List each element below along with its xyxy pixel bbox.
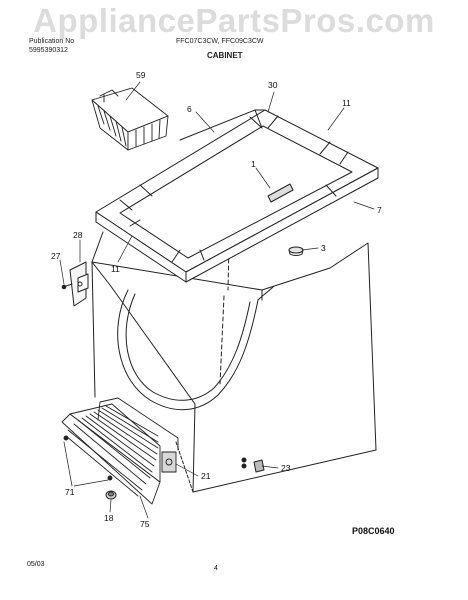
cabinet-body — [91, 195, 377, 493]
callout-71: 71 — [65, 487, 75, 497]
callout-1: 1 — [251, 159, 256, 169]
callout-59: 59 — [136, 70, 146, 80]
callout-23: 23 — [281, 463, 291, 473]
drain-plug — [288, 246, 304, 256]
knob — [105, 490, 117, 500]
callout-28: 28 — [73, 230, 83, 240]
lid-gasket-frame — [95, 109, 379, 283]
callout-11-top: 11 — [342, 98, 351, 108]
watermark-text: AppliancePartsPros.com — [33, 2, 435, 39]
callout-30: 30 — [268, 80, 278, 90]
callout-7: 7 — [377, 205, 382, 215]
lid-top-frame — [179, 109, 266, 141]
callout-6: 6 — [187, 104, 192, 114]
callout-3: 3 — [321, 243, 326, 253]
callout-21: 21 — [201, 471, 211, 481]
callout-11-bottom: 11 — [111, 264, 120, 274]
callout-27: 27 — [51, 251, 61, 261]
storage-basket — [91, 87, 169, 151]
footer-date: 05/03 — [27, 561, 45, 568]
callout-75: 75 — [140, 519, 150, 529]
page-number: 4 — [214, 565, 218, 572]
publication-label: Publication No — [29, 38, 75, 45]
control-box — [161, 451, 177, 473]
callout-labels: 59 30 6 11 1 7 3 28 27 11 21 23 71 18 75 — [51, 70, 382, 529]
diagram-code: P08C0640 — [352, 526, 395, 536]
hinge — [61, 261, 89, 307]
lid-handle — [267, 183, 294, 203]
model-list: FFC07C3CW, FFC09C3CW — [176, 38, 264, 45]
leader-lines — [59, 81, 375, 519]
callout-18: 18 — [104, 513, 114, 523]
publication-number: 5995390312 — [29, 47, 68, 54]
leveling-leg — [241, 457, 265, 473]
front-grille — [61, 397, 179, 505]
section-title: CABINET — [207, 51, 243, 60]
